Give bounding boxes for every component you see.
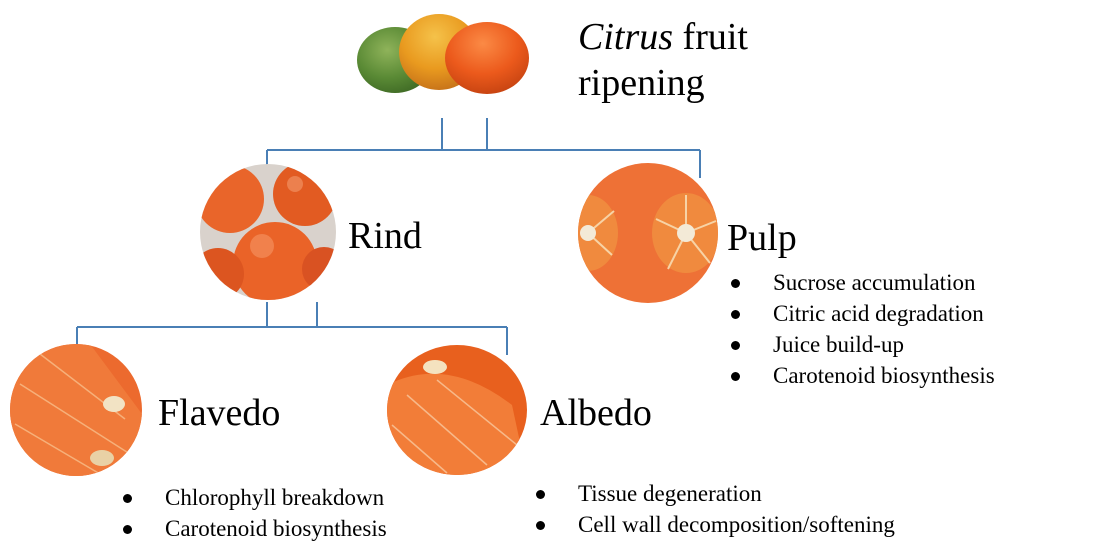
diagram-title: Citrus fruit ripening [578,14,748,106]
flavedo-bullet-list: Chlorophyll breakdown Carotenoid biosynt… [117,482,387,544]
list-item: Citric acid degradation [725,298,995,329]
pulp-image [578,163,718,303]
list-item: Chlorophyll breakdown [117,482,387,513]
albedo-image [387,345,527,475]
rind-label: Rind [348,217,422,255]
orange-fruit [445,22,529,94]
albedo-bullet-list: Tissue degeneration Cell wall decomposit… [530,478,895,540]
flavedo-label: Flavedo [158,394,280,432]
pulp-label: Pulp [727,219,797,257]
flavedo-image [10,344,142,476]
list-item: Carotenoid biosynthesis [725,360,995,391]
rind-image [200,164,336,300]
list-item: Juice build-up [725,329,995,360]
albedo-label: Albedo [540,394,652,432]
list-item: Tissue degeneration [530,478,895,509]
pulp-bullet-list: Sucrose accumulation Citric acid degrada… [725,267,995,391]
citrus-fruits-image [355,8,530,96]
list-item: Carotenoid biosynthesis [117,513,387,544]
list-item: Sucrose accumulation [725,267,995,298]
list-item: Cell wall decomposition/softening [530,509,895,540]
